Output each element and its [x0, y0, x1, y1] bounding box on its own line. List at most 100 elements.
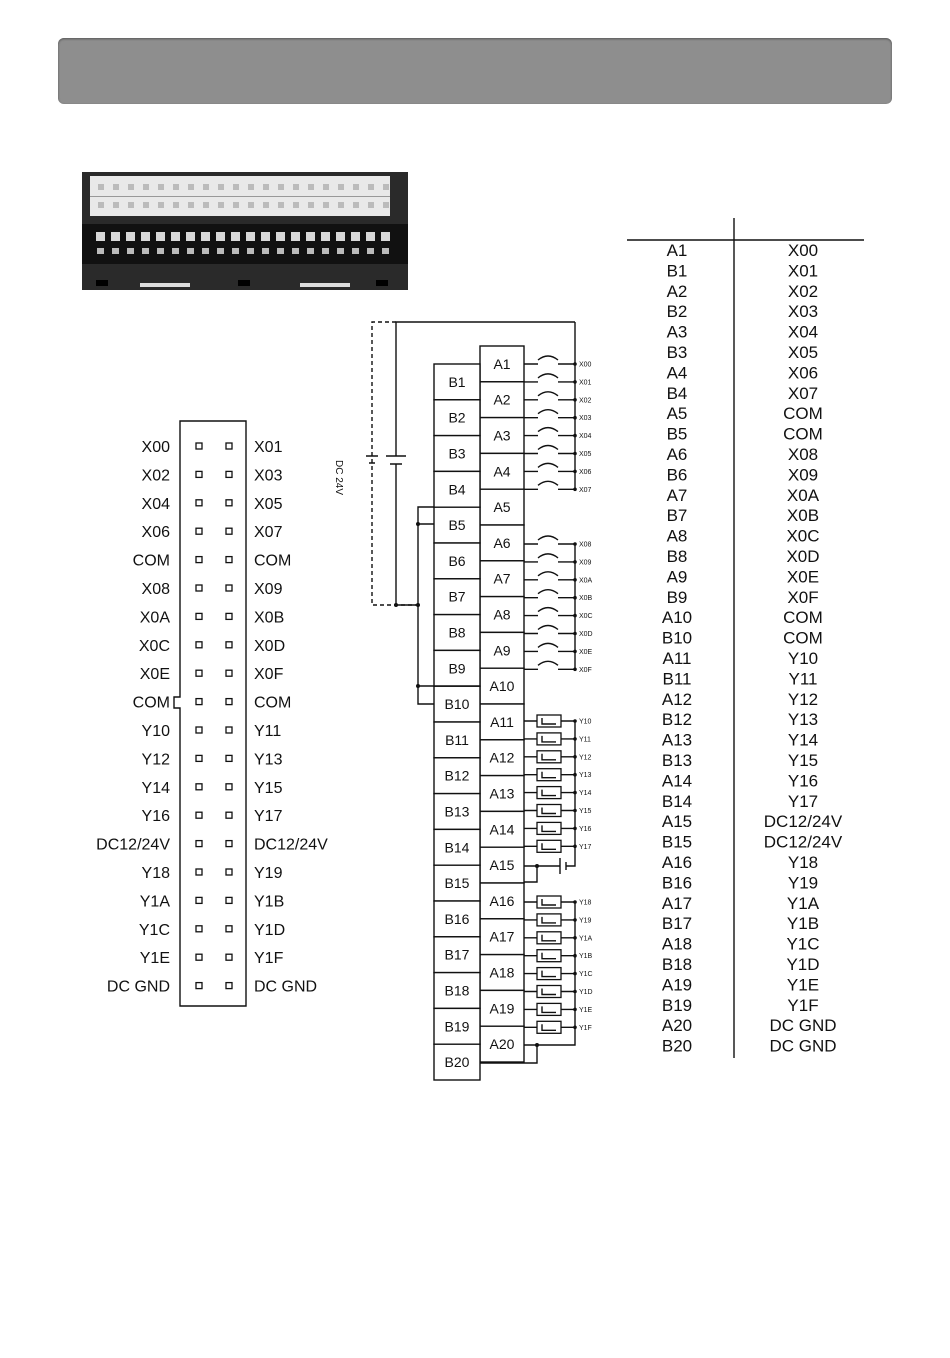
- pin-label-left: Y10: [142, 723, 171, 740]
- table-cell-terminal: A8: [667, 527, 688, 546]
- screw-icon: [382, 248, 389, 254]
- terminal-a-box: [479, 810, 525, 848]
- pin-icon: [225, 868, 233, 876]
- terminal-a-label: A2: [493, 392, 510, 408]
- input-label: X02: [579, 397, 592, 404]
- battery-icon: [524, 858, 567, 874]
- input-label: X0A: [579, 577, 593, 584]
- pin-label-right: COM: [254, 695, 291, 712]
- output-label: Y1B: [579, 953, 593, 960]
- screw-icon: [171, 232, 180, 241]
- pin-label-left: Y1E: [140, 950, 170, 967]
- table-cell-terminal: A5: [667, 404, 688, 423]
- pin-label-right: X01: [254, 439, 283, 456]
- pin-label-right: Y1B: [254, 893, 284, 910]
- label-mark: [278, 202, 284, 208]
- pin-icon: [225, 839, 233, 848]
- terminal-a-label: A19: [490, 1000, 515, 1016]
- table-cell-signal: X07: [788, 384, 818, 403]
- battery-icon: [386, 455, 406, 465]
- terminal-a-label: A16: [490, 893, 515, 909]
- pin-icon: [225, 555, 233, 564]
- pin-icon: [225, 925, 233, 933]
- terminal-b-label: B2: [448, 410, 465, 426]
- label-mark: [368, 202, 374, 208]
- terminal-b-label: B7: [448, 589, 465, 605]
- label-mark: [218, 184, 224, 190]
- table-cell-terminal: A15: [662, 812, 692, 831]
- table-cell-terminal: A16: [662, 853, 692, 872]
- input-label: X0C: [579, 613, 593, 620]
- output-label: Y1A: [579, 935, 593, 942]
- pin-label-left: Y16: [142, 808, 171, 825]
- input-label: X09: [579, 559, 592, 566]
- pin-icon: [225, 612, 233, 621]
- label-mark: [263, 184, 269, 190]
- table-cell-signal: Y13: [788, 710, 818, 729]
- table-cell-signal: X0E: [787, 567, 819, 586]
- table-cell-signal: Y14: [788, 731, 818, 750]
- label-mark: [188, 184, 194, 190]
- label-mark: [248, 202, 254, 208]
- table-cell-terminal: B14: [662, 792, 692, 811]
- terminal-b-label: B9: [448, 660, 465, 676]
- load-icon: [541, 843, 556, 850]
- label-mark: [128, 202, 134, 208]
- label-mark: [98, 202, 104, 208]
- table-cell-signal: DC GND: [769, 1016, 836, 1035]
- screw-icon: [141, 232, 150, 241]
- terminal-a-label: A20: [490, 1036, 515, 1052]
- load-icon: [536, 732, 562, 746]
- terminal-a-label: A13: [490, 786, 515, 802]
- pin-icon: [195, 981, 203, 990]
- pin-label-right: COM: [254, 553, 291, 570]
- input-label: X01: [579, 379, 592, 386]
- load-icon: [541, 825, 556, 833]
- terminal-b-label: B8: [448, 625, 465, 641]
- table-cell-signal: Y1E: [787, 975, 819, 994]
- output-label: Y12: [579, 754, 592, 761]
- switch-icon: [524, 426, 575, 437]
- pin-icon: [225, 697, 233, 706]
- screw-icon: [307, 248, 314, 254]
- label-mark: [233, 202, 239, 208]
- load-icon: [541, 771, 556, 779]
- screw-icon: [142, 248, 149, 254]
- table-cell-signal: X00: [788, 241, 818, 260]
- table-cell-terminal: A3: [667, 323, 688, 342]
- table-cell-terminal: B10: [662, 629, 692, 648]
- switch-icon: [524, 391, 575, 401]
- pin-icon: [195, 470, 203, 479]
- label-mark: [308, 184, 314, 190]
- pin-label-left: DC GND: [107, 979, 170, 996]
- label-mark: [113, 202, 119, 208]
- pin-icon: [225, 641, 233, 649]
- screw-icon: [291, 232, 300, 241]
- screw-icon: [276, 232, 285, 241]
- terminal-b-box: [433, 828, 481, 866]
- node-dot: [416, 684, 420, 688]
- pin-label-left: Y18: [142, 865, 171, 882]
- terminal-a-label: A18: [490, 965, 515, 981]
- pin-label-right: X0B: [254, 609, 284, 626]
- table-cell-signal: X0A: [787, 486, 820, 505]
- label-mark: [203, 184, 209, 190]
- pin-icon: [225, 754, 233, 763]
- screw-icon: [367, 248, 374, 254]
- table-cell-signal: COM: [783, 608, 823, 627]
- screw-icon: [247, 248, 254, 254]
- load-icon: [541, 952, 556, 960]
- table-cell-signal: X08: [788, 445, 818, 464]
- pin-icon: [225, 783, 233, 791]
- output-label: Y15: [579, 808, 592, 815]
- pin-label-left: X02: [142, 467, 171, 484]
- table-cell-terminal: B3: [667, 343, 688, 362]
- table-cell-terminal: A4: [667, 363, 688, 382]
- input-label: X0E: [579, 649, 593, 656]
- header-bar: [58, 38, 892, 104]
- pin-icon: [195, 896, 203, 905]
- pin-label-left: COM: [133, 695, 170, 712]
- pin-icon: [195, 783, 203, 791]
